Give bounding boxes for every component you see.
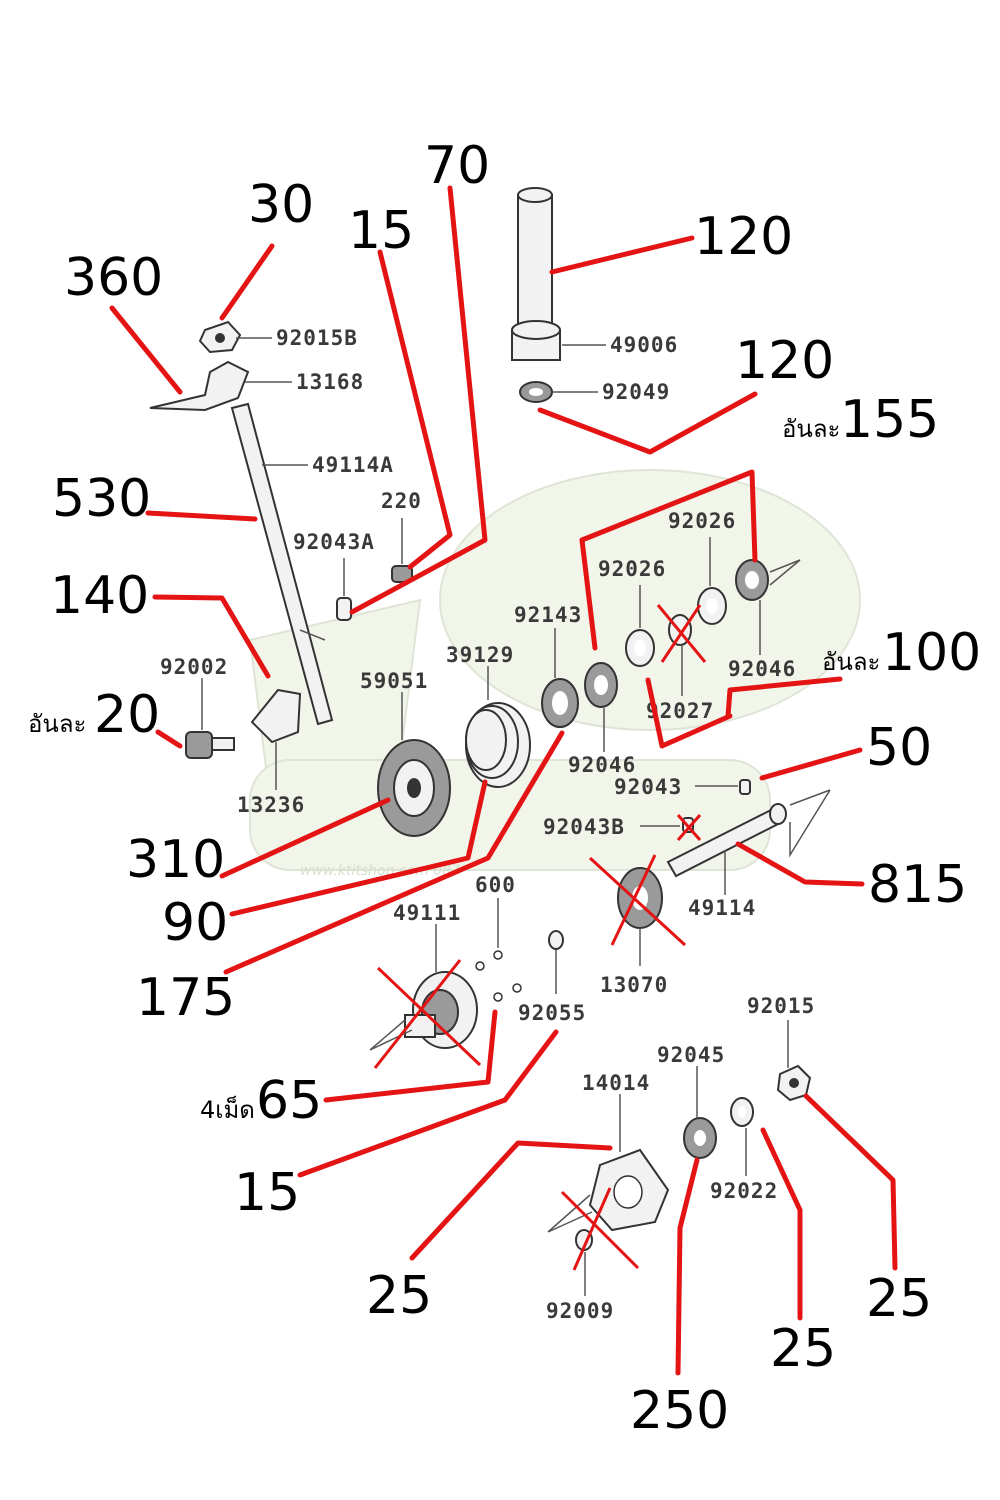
label-92026-b: 92026 [668, 509, 736, 533]
label-92043: 92043 [614, 775, 682, 799]
balls-92055-set [475, 950, 522, 1002]
price-bearing: 155 [840, 390, 939, 450]
label-49006: 49006 [610, 333, 678, 357]
price-washers-prefix: อันละ [822, 648, 880, 676]
price-washer-92022: 25 [770, 1319, 836, 1379]
label-49114: 49114 [688, 896, 756, 920]
price-guide: 120 [694, 207, 793, 267]
pin-92043A [336, 597, 352, 621]
label-92046-b: 92046 [728, 657, 796, 681]
price-bolt-92002: 20 [94, 685, 160, 745]
price-balls-prefix: 4เม็ด [200, 1095, 255, 1124]
price-washer-92049: 120 [735, 331, 834, 391]
label-39129: 39129 [446, 643, 514, 667]
price-washers: 100 [882, 623, 981, 683]
gear-59051 [377, 739, 451, 837]
circlip-92055 [548, 930, 564, 950]
shaft-49114 [666, 789, 831, 878]
bolt-220 [391, 565, 413, 583]
label-13070: 13070 [600, 973, 668, 997]
price-shaft-49114: 815 [868, 855, 967, 915]
price-circlip: 15 [234, 1163, 300, 1223]
nut-92015B [198, 320, 242, 354]
spring-39129 [465, 702, 531, 788]
label-92143: 92143 [514, 603, 582, 627]
label-92015B: 92015B [276, 326, 358, 350]
label-92043A: 92043A [293, 530, 375, 554]
label-220: 220 [381, 489, 422, 513]
pedal-arm-13168 [149, 360, 250, 412]
price-pedal-arm: 360 [64, 248, 163, 308]
price-labels: 30 360 15 70 120 120 อันละ 155 530 140 อ… [28, 136, 981, 1441]
guide-49006 [511, 187, 561, 361]
label-49114A: 49114A [312, 453, 394, 477]
label-92026-a: 92026 [598, 557, 666, 581]
label-92002: 92002 [160, 655, 228, 679]
label-13236: 13236 [237, 793, 305, 817]
price-bearing-92045: 250 [630, 1381, 729, 1441]
price-pin-92043A: 70 [424, 136, 490, 196]
part-number-labels: 92015B 13168 49114A 92043A 220 49006 920… [160, 326, 815, 1323]
label-92049: 92049 [602, 380, 670, 404]
bracket-13236 [250, 688, 302, 744]
price-bolt-92002-prefix: อันละ [28, 710, 86, 738]
label-92015: 92015 [747, 994, 815, 1018]
price-bracket: 140 [50, 566, 149, 626]
unavailable-marks [373, 604, 707, 1271]
cover-14014 [547, 1148, 670, 1233]
price-spring: 90 [162, 893, 228, 953]
price-nut: 30 [248, 175, 314, 235]
label-92022: 92022 [710, 1179, 778, 1203]
price-collar: 175 [136, 968, 235, 1028]
label-59051: 59051 [360, 669, 428, 693]
price-nut-92015: 25 [866, 1269, 932, 1329]
pin-92043 [739, 779, 751, 795]
shaft-49114A [230, 402, 334, 726]
label-14014: 14014 [582, 1071, 650, 1095]
label-49111: 49111 [393, 901, 461, 925]
label-92045: 92045 [657, 1043, 725, 1067]
label-600: 600 [475, 873, 516, 897]
price-leaders [109, 185, 898, 1376]
price-bolt-220: 15 [348, 201, 414, 261]
bolt-92002 [185, 731, 235, 759]
price-gear: 310 [126, 830, 225, 890]
label-92043B: 92043B [543, 815, 625, 839]
price-bearing-prefix: อันละ [782, 415, 840, 443]
label-92046-a: 92046 [568, 753, 636, 777]
price-cover: 25 [366, 1266, 432, 1326]
label-13168: 13168 [296, 370, 364, 394]
price-balls: 65 [256, 1071, 322, 1131]
price-pin-92043: 50 [866, 718, 932, 778]
price-shaft-49114A: 530 [52, 469, 151, 529]
label-92055: 92055 [518, 1001, 586, 1025]
label-92009: 92009 [546, 1299, 614, 1323]
